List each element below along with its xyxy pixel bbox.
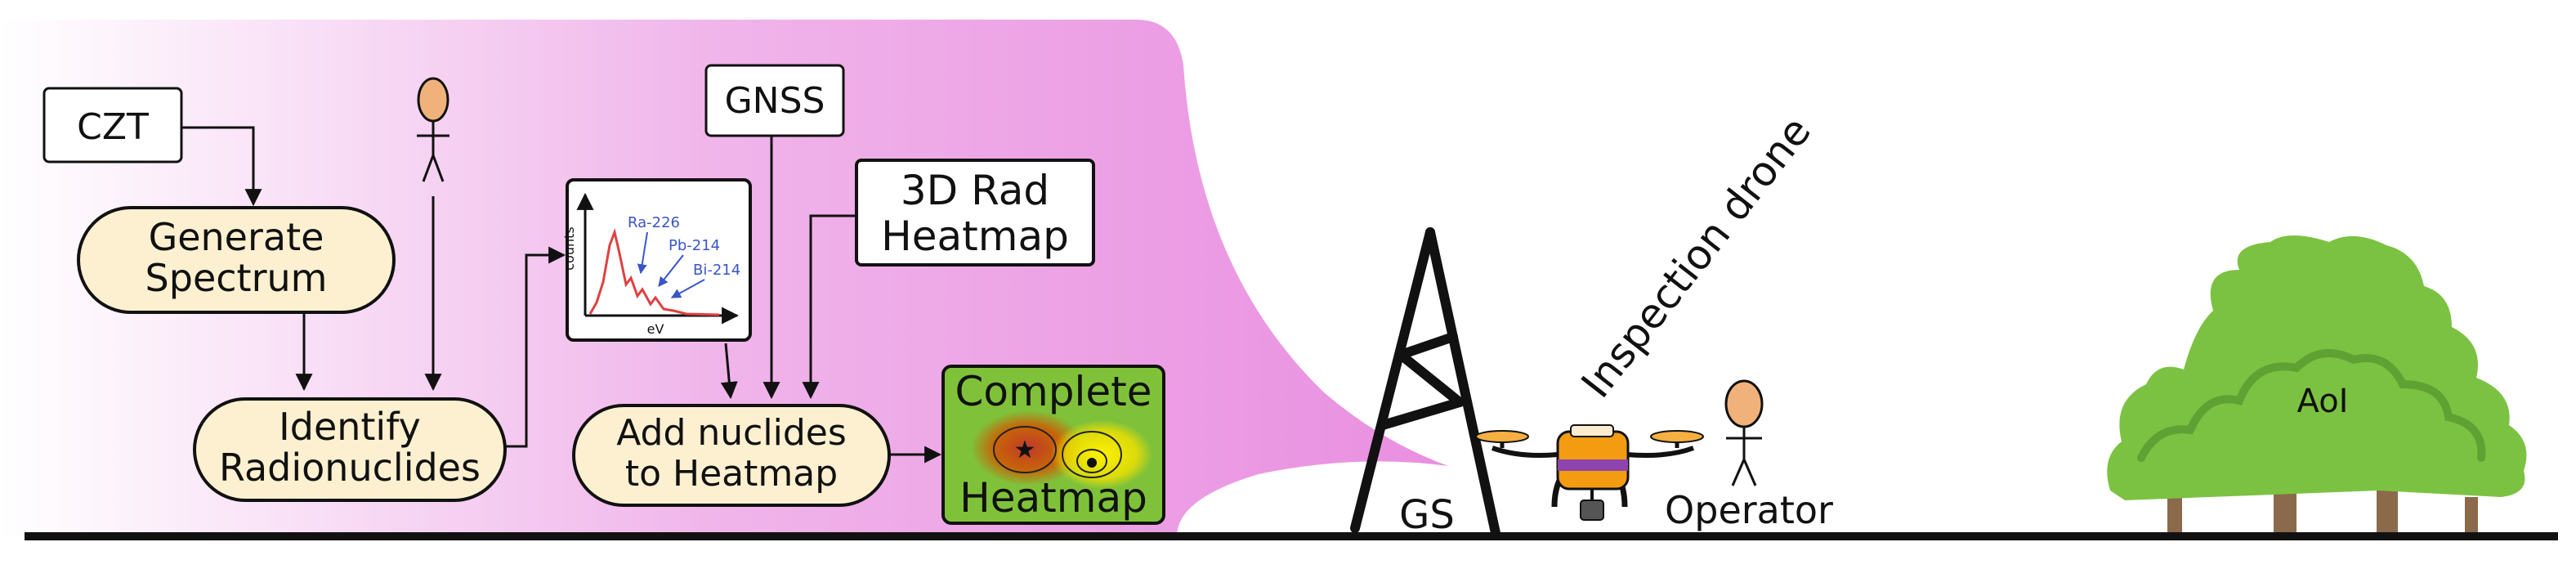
complete-line1: Complete — [955, 368, 1152, 415]
spectrum-curve — [588, 227, 720, 316]
operator-label: Operator — [1665, 488, 1833, 532]
hotspot-star-icon: ★ — [1014, 436, 1036, 464]
gs-label: GS — [1399, 492, 1455, 538]
identify-line1: Identify — [279, 405, 421, 449]
spectrum-ylabel: counts — [561, 226, 577, 270]
generate-line1: Generate — [149, 215, 324, 259]
ground-station-tower-icon — [1350, 227, 1500, 538]
add-line2: to Heatmap — [625, 453, 838, 495]
inspection-drone-icon — [1475, 424, 1704, 521]
identify-line2: Radionuclides — [219, 446, 481, 490]
generate-line2: Spectrum — [145, 256, 328, 300]
aoi-label: AoI — [2297, 383, 2349, 420]
identify-radionuclides-step: Identify Radionuclides — [193, 397, 507, 502]
czt-label: CZT — [77, 106, 149, 148]
add-line1: Add nuclides — [616, 412, 847, 454]
peak-label-pb214: Pb-214 — [669, 237, 720, 254]
rad3d-line1: 3D Rad — [901, 167, 1049, 214]
hotspot-dot-icon — [1087, 458, 1097, 468]
spectrum-xlabel: eV — [647, 321, 664, 337]
connectors — [181, 96, 942, 464]
operator-person-icon — [1724, 379, 1764, 486]
add-nuclides-step: Add nuclides to Heatmap — [572, 404, 891, 507]
spectrum-plot: counts eV Ra-226 Pb-214 Bi-214 — [561, 178, 752, 342]
rad3d-line2: Heatmap — [881, 213, 1069, 260]
generate-spectrum-step: Generate Spectrum — [77, 206, 396, 314]
analyst-person-icon — [417, 77, 449, 182]
peak-label-bi214: Bi-214 — [693, 262, 740, 279]
trees-icon — [2107, 235, 2527, 535]
peak-label-ra226: Ra-226 — [628, 214, 680, 231]
complete-heatmap-box: ★ Complete Heatmap — [941, 365, 1165, 525]
gnss-box: GNSS — [704, 64, 845, 137]
gnss-label: GNSS — [725, 80, 825, 122]
rad3d-heatmap-box: 3D Rad Heatmap — [855, 159, 1095, 267]
czt-box: CZT — [42, 87, 183, 164]
complete-line2: Heatmap — [959, 474, 1147, 522]
drone-label: Inspection drone — [1572, 108, 1820, 406]
